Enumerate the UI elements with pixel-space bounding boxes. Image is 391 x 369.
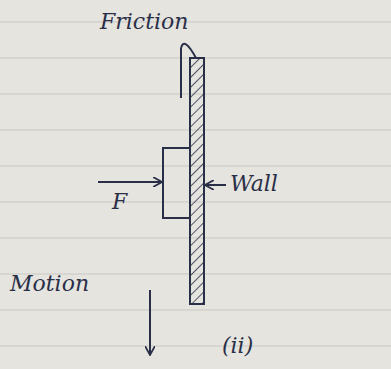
block — [163, 148, 190, 218]
paper-lines — [0, 22, 391, 346]
motion-label: Motion — [10, 272, 89, 296]
friction-curve — [181, 44, 196, 58]
caption: (ii) — [222, 334, 253, 358]
force-label: F — [112, 190, 127, 214]
wall-label: Wall — [230, 172, 278, 196]
wall-pointer — [206, 184, 226, 186]
force-arrow — [98, 181, 161, 183]
friction-arrow — [180, 48, 182, 98]
motion-arrow — [149, 290, 151, 354]
wall — [190, 58, 204, 304]
friction-label: Friction — [100, 10, 188, 34]
